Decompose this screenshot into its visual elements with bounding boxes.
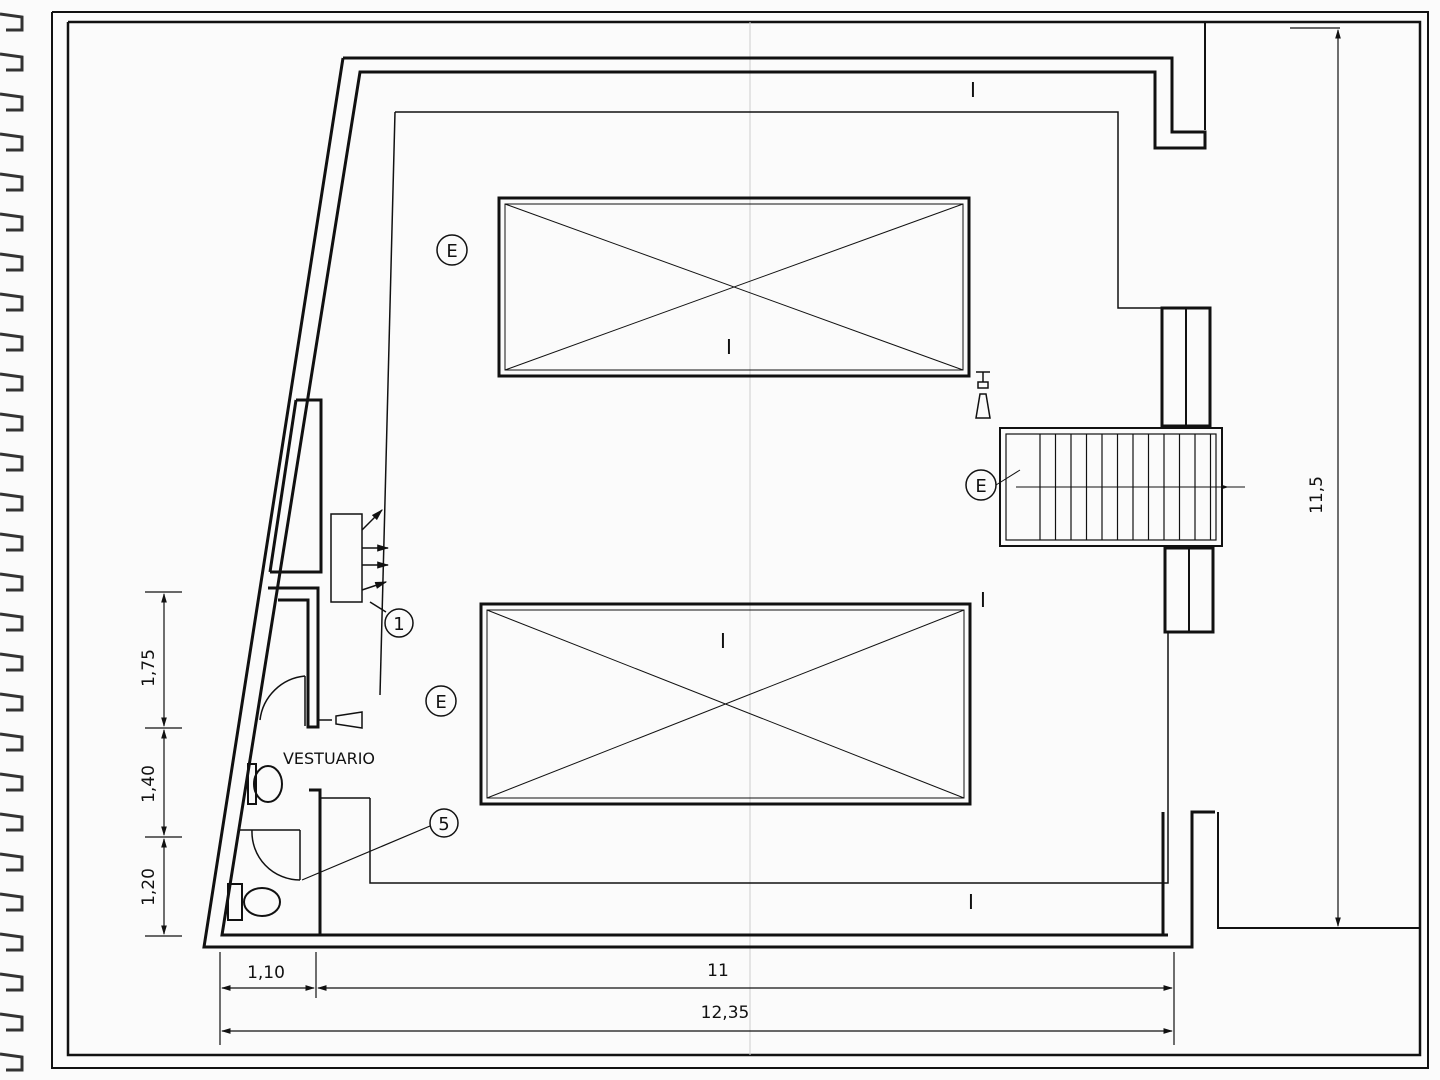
- dim-width-left: 1,10: [247, 963, 285, 983]
- luminaire-mark: I: [720, 629, 726, 653]
- stair-jambs: [1160, 306, 1215, 634]
- right-strip: [1204, 22, 1420, 929]
- luminaire-mark: I: [970, 78, 976, 102]
- pit-bottom: [479, 602, 972, 806]
- room-label-vestuario: VESTUARIO: [283, 749, 375, 768]
- luminaire-mark: I: [980, 588, 986, 612]
- marker-1: 1: [384, 608, 414, 638]
- electric-panel: [330, 509, 390, 613]
- marker-e-label: E: [435, 692, 446, 713]
- marker-e: E: [965, 469, 1021, 501]
- left-wall-niches: [268, 398, 323, 935]
- dimension-left: [145, 591, 182, 937]
- luminaire-marks: I I I I I: [720, 78, 986, 914]
- lamp-icon: [975, 371, 991, 419]
- marker-e: E: [425, 685, 457, 717]
- dim-width-main: 11: [707, 961, 729, 981]
- luminaire-mark: I: [968, 890, 974, 914]
- toilet-icon: [227, 883, 281, 921]
- dimension-bottom: [219, 952, 1175, 1045]
- dim-segment-bottom: 1,20: [139, 868, 159, 906]
- dimension-right: [1290, 27, 1350, 929]
- dim-height-total: 11,5: [1307, 476, 1327, 514]
- marker-e-label: E: [975, 476, 986, 497]
- marker-5-label: 5: [438, 814, 449, 835]
- outer-wall: [202, 56, 1215, 949]
- dim-width-total: 12,35: [701, 1003, 750, 1023]
- marker-1-label: 1: [393, 614, 404, 635]
- marker-e-label: E: [446, 241, 457, 262]
- spiral-binding-icon: [0, 12, 24, 1072]
- dim-segment-mid: 1,40: [139, 765, 159, 803]
- lamp-icon: [318, 711, 363, 729]
- marker-5: 5: [301, 808, 459, 881]
- staircase: [999, 427, 1245, 547]
- toilet-icon: [247, 763, 283, 805]
- dim-segment-top: 1,75: [139, 649, 159, 687]
- pit-top: [497, 196, 971, 378]
- inner-floor-outline: [369, 111, 1169, 884]
- luminaire-mark: I: [726, 335, 732, 359]
- doors: [240, 675, 370, 881]
- marker-e: E: [436, 234, 468, 266]
